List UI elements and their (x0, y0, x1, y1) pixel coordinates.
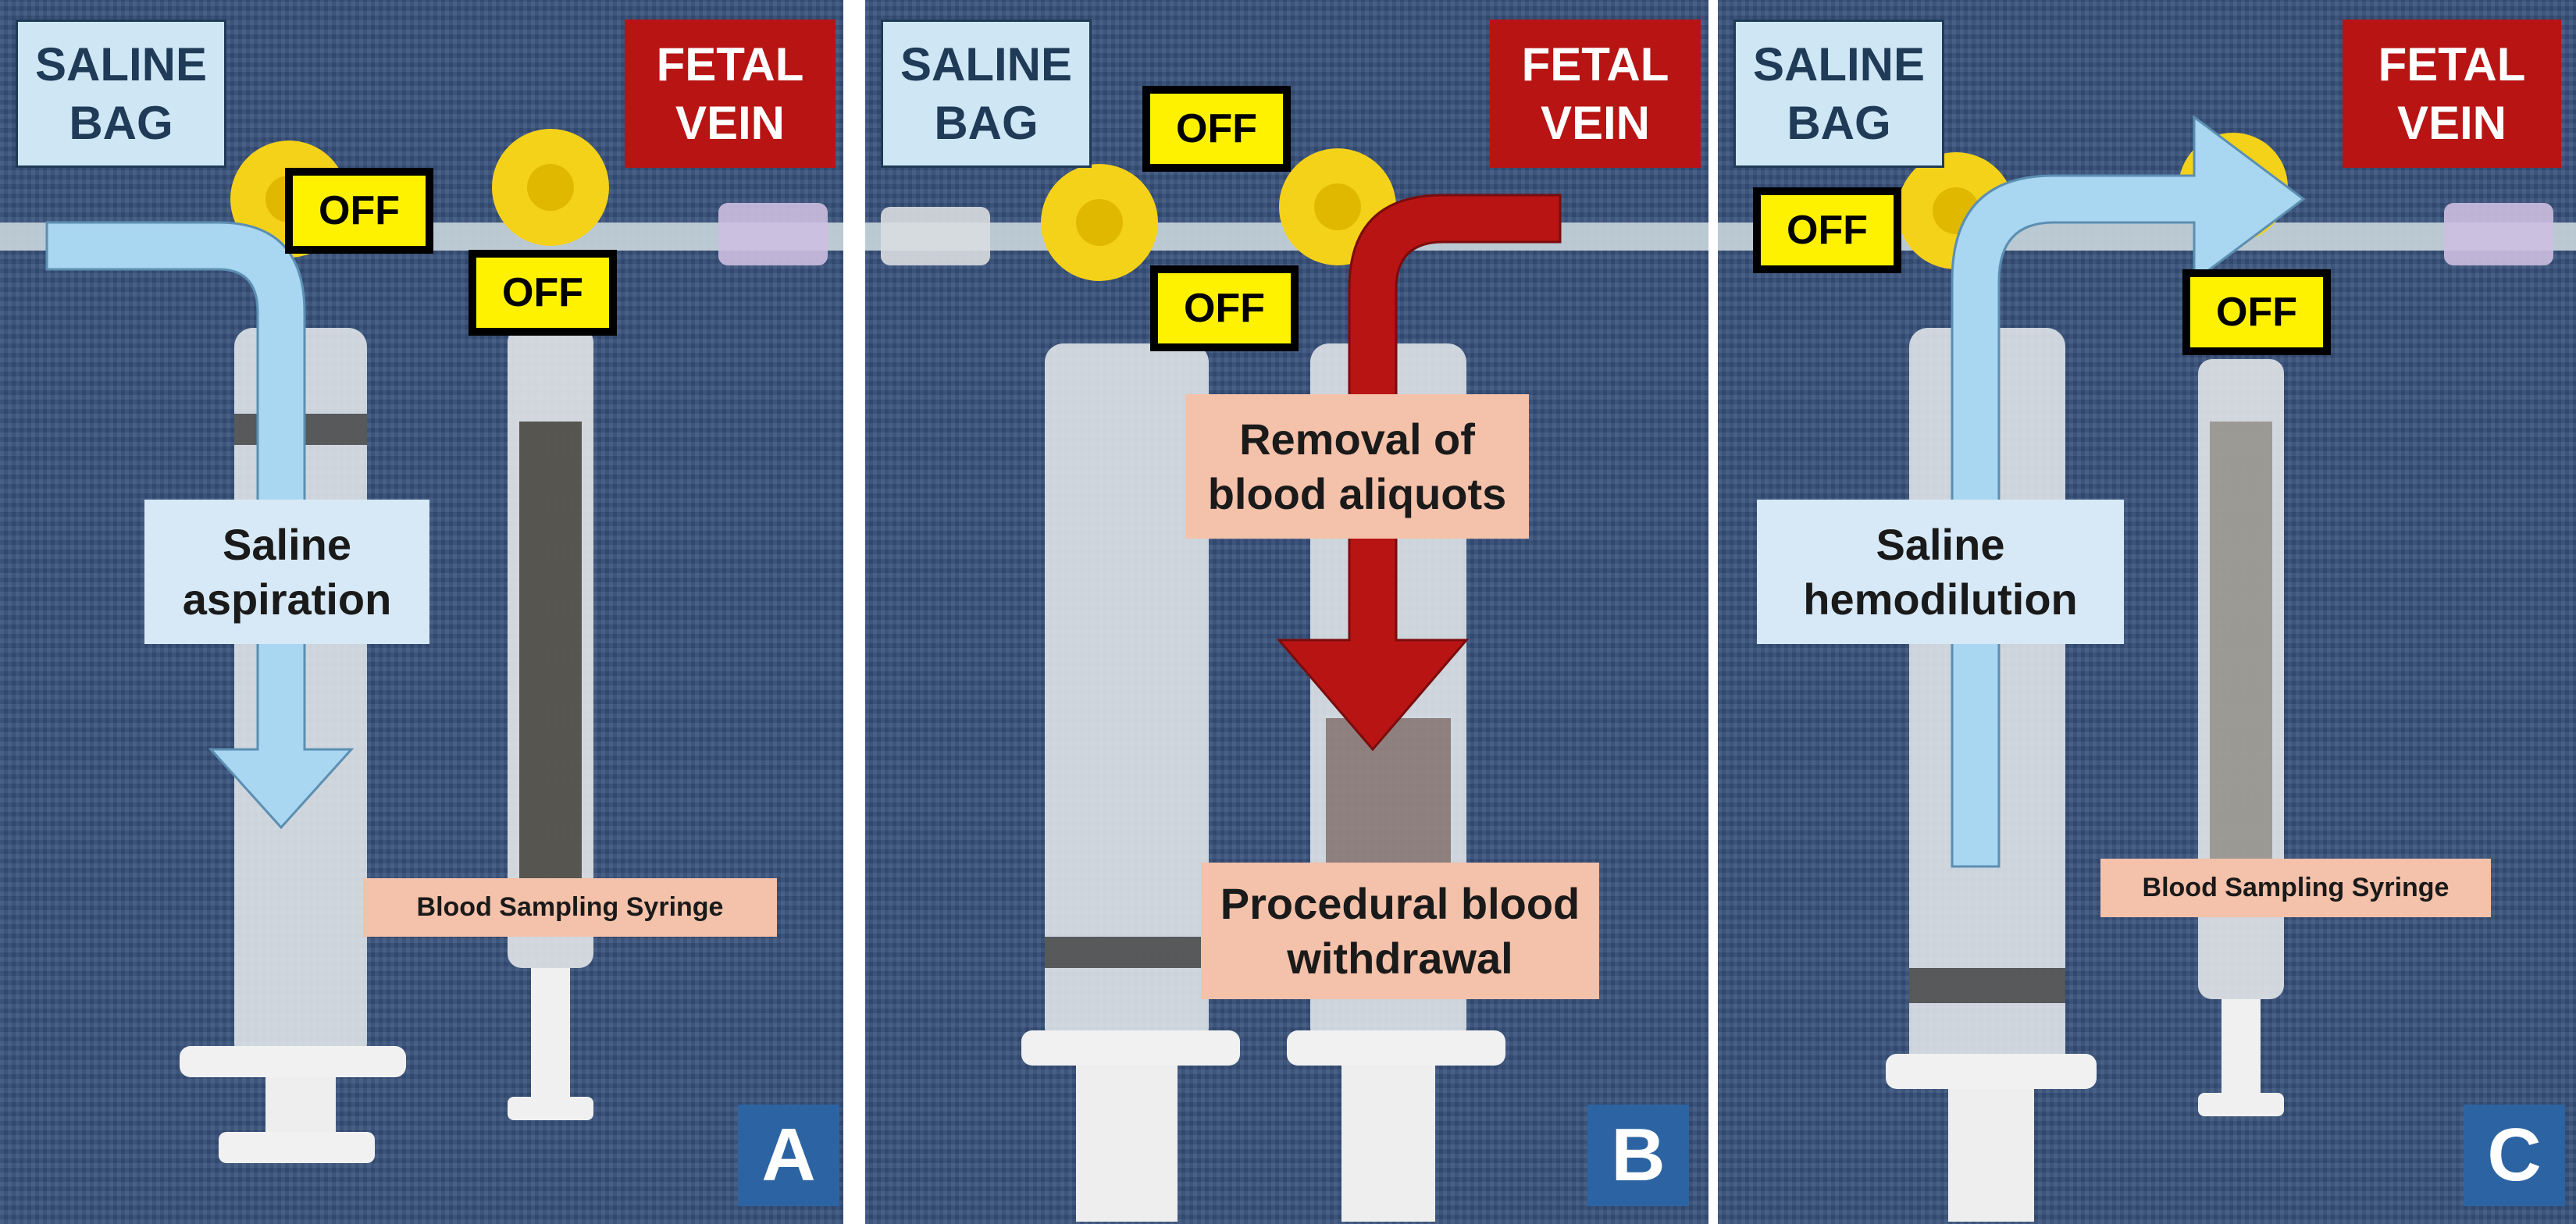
blood-withdrawal-arrow (1276, 194, 1562, 752)
saline-syringe-plunger-seal (1045, 937, 1209, 968)
sampling-syringe-blood (2210, 422, 2272, 859)
panel-letter-a: A (738, 1105, 839, 1206)
off-label-stopcock-1: OFF (1142, 86, 1291, 172)
blood-syringe-flange (1287, 1030, 1505, 1066)
saline-bag-label: SALINE BAG (16, 20, 226, 168)
saline-hemodilution-arrow (1951, 115, 2306, 868)
saline-syringe-flange (180, 1046, 406, 1077)
tubing-connector (2444, 203, 2553, 265)
saline-syringe-thumb-rest (219, 1132, 375, 1163)
stopcock-2-hub (527, 164, 574, 211)
saline-syringe-plunger (1076, 1066, 1178, 1222)
sampling-syringe-plunger (531, 968, 570, 1101)
stopcock-2-hub (1314, 183, 1361, 230)
panel-a: SALINE BAG FETAL VEIN OFF OFF Saline asp… (0, 0, 843, 1224)
sampling-syringe-barrel (2198, 359, 2284, 999)
saline-syringe-plunger (1948, 1089, 2034, 1222)
panel-b: SALINE BAG FETAL VEIN OFF OFF Removal of… (865, 0, 1708, 1224)
panel-letter-c: C (2464, 1105, 2565, 1206)
panel-c-photo (1718, 115, 2576, 1222)
off-label-stopcock-1: OFF (1753, 187, 1901, 273)
removal-of-blood-aliquots-label: Removal of blood aliquots (1185, 394, 1529, 539)
blood-sampling-syringe-label: Blood Sampling Syringe (2100, 859, 2491, 917)
procedural-blood-withdrawal-label: Procedural blood withdrawal (1201, 863, 1599, 999)
tubing-connector (881, 207, 990, 265)
fetal-vein-label: FETAL VEIN (2343, 20, 2561, 168)
blood-sampling-syringe-label: Blood Sampling Syringe (363, 878, 777, 937)
saline-syringe-flange (1021, 1030, 1240, 1066)
saline-bag-label: SALINE BAG (1733, 20, 1944, 168)
saline-syringe-plunger-seal (1909, 968, 2065, 1003)
sampling-syringe-blood (519, 422, 582, 890)
stopcock-1-hub (1076, 199, 1123, 246)
off-label-stopcock-2: OFF (1150, 265, 1299, 351)
panel-c: SALINE BAG FETAL VEIN OFF OFF Saline hem… (1718, 0, 2576, 1224)
panel-b-photo (865, 148, 1708, 1222)
fetal-vein-label: FETAL VEIN (625, 20, 836, 168)
saline-aspiration-label: Saline aspiration (144, 500, 429, 644)
sampling-syringe-plunger (2221, 999, 2261, 1101)
sampling-syringe-thumb-rest (508, 1097, 593, 1120)
saline-bag-label: SALINE BAG (881, 20, 1092, 168)
saline-syringe-barrel (1045, 343, 1209, 1046)
fetal-vein-label: FETAL VEIN (1490, 20, 1701, 168)
off-label-stopcock-2: OFF (2182, 269, 2331, 355)
sampling-syringe-thumb-rest (2198, 1093, 2284, 1116)
panel-letter-b: B (1587, 1105, 1689, 1206)
tubing-connector (718, 203, 828, 265)
off-label-stopcock-2: OFF (469, 250, 617, 336)
blood-syringe-plunger (1341, 1066, 1435, 1222)
saline-syringe-flange (1886, 1054, 2097, 1089)
saline-hemodilution-label: Saline hemodilution (1757, 500, 2124, 644)
saline-flow-arrow (45, 221, 355, 830)
off-label-stopcock-1: OFF (285, 168, 433, 254)
